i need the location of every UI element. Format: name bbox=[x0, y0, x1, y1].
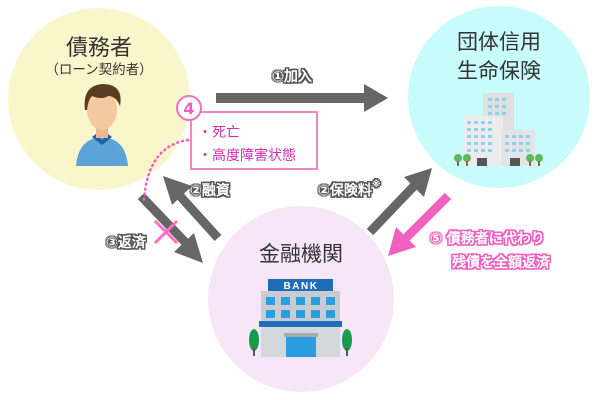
label-loan: ②融資 bbox=[190, 183, 230, 199]
label-premium-text: ②保険料 bbox=[318, 183, 372, 199]
dotted-connector bbox=[142, 138, 190, 202]
debtor-title: 債務者 bbox=[65, 36, 132, 61]
event-item-death: ・死亡 bbox=[198, 125, 240, 141]
arrow-loan bbox=[163, 176, 222, 242]
event-box: ・死亡 ・高度障害状態 bbox=[190, 111, 318, 170]
arrow-payoff bbox=[388, 192, 452, 256]
arrow-premium bbox=[366, 168, 432, 236]
cross-mark-icon bbox=[153, 219, 179, 245]
office-building-icon bbox=[454, 93, 543, 166]
event-item-disability: ・高度障害状態 bbox=[198, 148, 296, 164]
insurer-title: 団体信用 生命保険 bbox=[408, 28, 590, 86]
label-premium: ②保険料※ bbox=[318, 180, 381, 200]
label-payoff-line1: ⑤ 債務者に代わり bbox=[430, 231, 545, 247]
bank-sign: BANK bbox=[284, 281, 319, 292]
person-icon bbox=[76, 84, 128, 166]
arrow-repay bbox=[137, 192, 203, 263]
debtor-subtitle: （ローン契約者） bbox=[45, 62, 153, 78]
insurer-title-line1: 団体信用 bbox=[457, 30, 541, 54]
label-repay: ③返済 bbox=[106, 235, 146, 251]
event-badge: 4 bbox=[176, 95, 202, 121]
bank-building-icon bbox=[249, 279, 352, 357]
label-premium-note: ※ bbox=[371, 180, 381, 190]
arrow-join bbox=[216, 84, 388, 112]
label-payoff-line2: 残債を全額返済 bbox=[452, 255, 550, 271]
label-join: ①加入 bbox=[272, 69, 312, 85]
insurer-title-line2: 生命保険 bbox=[457, 59, 541, 83]
bank-title: 金融機関 bbox=[259, 242, 343, 266]
